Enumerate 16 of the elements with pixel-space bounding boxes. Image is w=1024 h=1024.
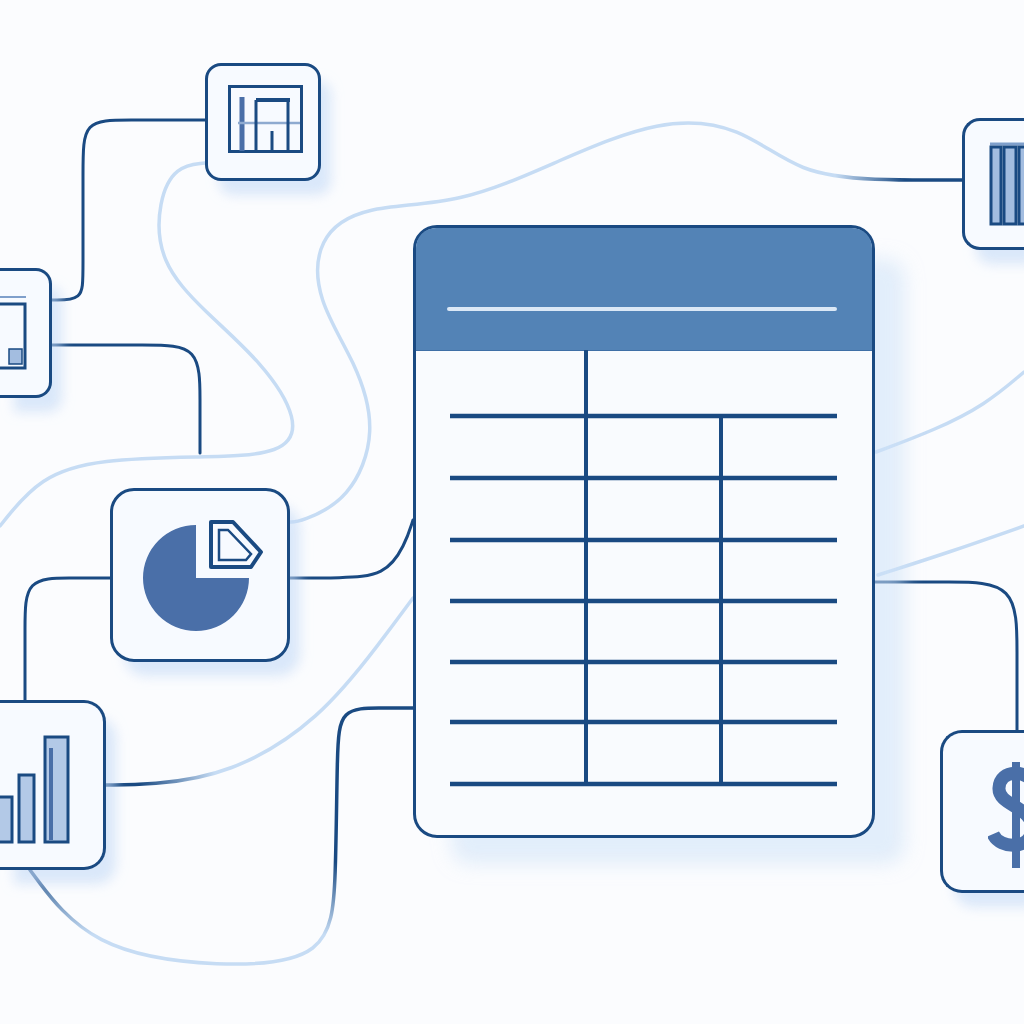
spreadsheet-window — [413, 225, 875, 838]
connector-line — [50, 343, 202, 455]
connector-line — [873, 580, 1019, 732]
connector-line — [28, 706, 415, 966]
connector-line — [288, 518, 415, 580]
connector-line — [104, 596, 415, 787]
icon-tile — [205, 63, 321, 181]
icon-tile — [962, 118, 1024, 250]
icon-tile — [940, 730, 1024, 893]
connector-line — [0, 161, 295, 528]
connector-line — [288, 121, 964, 524]
connector-line — [50, 118, 207, 302]
icon-tile — [0, 700, 106, 870]
icon-tile — [0, 268, 52, 398]
icon-tile — [110, 488, 290, 662]
connector-line — [23, 576, 112, 702]
